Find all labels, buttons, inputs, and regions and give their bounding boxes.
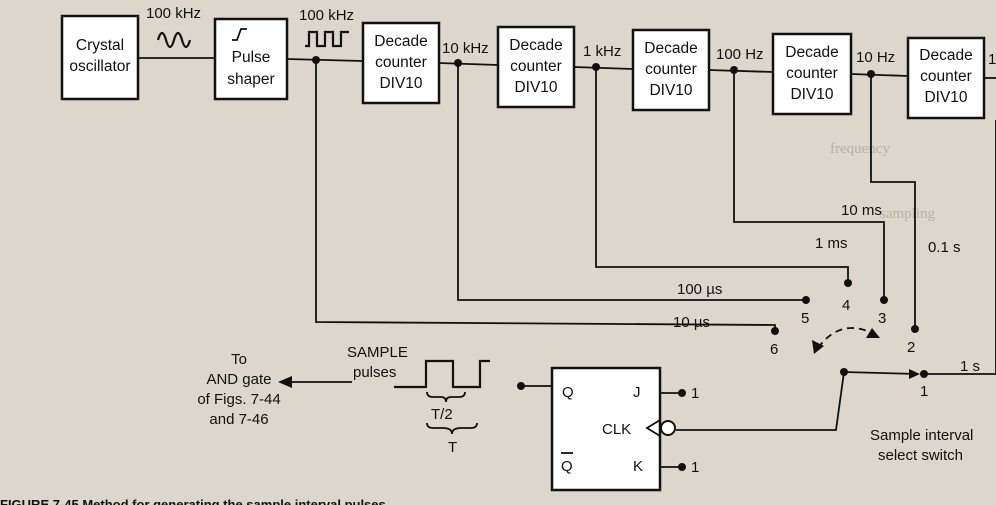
period-label-10ms: 10 ms [841, 202, 882, 219]
schmitt-trigger-icon [232, 28, 247, 41]
sample-pulse-waveform [394, 359, 490, 389]
svg-text:DIV10: DIV10 [790, 86, 833, 103]
decade-counter-4: Decade counter DIV10 [771, 32, 853, 116]
pulse-shaper-block: Pulse shaper [213, 17, 289, 101]
destination-line3: of Figs. 7-44 [197, 391, 280, 408]
svg-text:Decade: Decade [785, 44, 838, 61]
freq-label-oscillator: 100 kHz [146, 5, 201, 22]
switch-caption-line2: select switch [878, 447, 963, 464]
sample-label-line2: pulses [353, 364, 396, 381]
period-label-10us: 10 µs [673, 314, 710, 331]
switch-number-5: 5 [801, 310, 809, 327]
period-brace [426, 422, 478, 435]
svg-text:Decade: Decade [509, 37, 562, 54]
switch-number-4: 4 [842, 297, 850, 314]
freq-label-dc4: 10 Hz [856, 49, 895, 66]
output-arrowhead [278, 376, 292, 388]
svg-text:Crystal: Crystal [76, 37, 124, 54]
svg-text:CLK: CLK [602, 421, 631, 438]
background-text: sampling [880, 206, 935, 222]
switch-contacts [771, 279, 928, 378]
destination-line1: To [231, 351, 247, 368]
freq-label-shaper: 100 kHz [299, 7, 354, 24]
svg-text:Decade: Decade [374, 33, 427, 50]
pulse-train-icon [305, 30, 349, 48]
svg-text:K: K [633, 458, 643, 475]
switch-contact-2 [911, 325, 919, 333]
j-level: 1 [691, 385, 699, 402]
svg-text:counter: counter [645, 61, 697, 78]
svg-text:counter: counter [375, 54, 427, 71]
decade-counter-5: Decade counter DIV10 [906, 36, 986, 120]
decade-counter-1: Decade counter DIV10 [361, 21, 441, 105]
clock-wire [676, 371, 845, 431]
destination-line4: and 7-46 [209, 411, 268, 428]
svg-text:Decade: Decade [644, 40, 697, 57]
svg-text:counter: counter [920, 68, 972, 85]
jk-flip-flop: Q Q J K CLK [550, 366, 676, 492]
switch-number-6: 6 [770, 341, 778, 358]
freq-label-dc1: 10 kHz [442, 40, 489, 57]
crystal-oscillator-block: Crystal oscillator [60, 14, 140, 101]
switch-contact-3 [880, 296, 888, 304]
half-period-label: T/2 [431, 406, 453, 423]
svg-text:Q: Q [561, 458, 573, 475]
switch-contact-5 [802, 296, 810, 304]
svg-text:Pulse: Pulse [232, 49, 271, 66]
period-label-100us: 100 µs [677, 281, 722, 298]
switch-contact-6 [771, 327, 779, 335]
destination-line2: AND gate [206, 371, 271, 388]
svg-text:DIV10: DIV10 [514, 79, 557, 96]
switch-number-1: 1 [920, 383, 928, 400]
svg-text:DIV10: DIV10 [379, 75, 422, 92]
period-label-1s: 1 s [960, 358, 980, 375]
period-label-0-1s: 0.1 s [928, 239, 961, 256]
decade-counter-2: Decade counter DIV10 [496, 25, 576, 109]
freq-label-dc2: 1 kHz [583, 43, 621, 60]
clock-inversion-bubble [660, 420, 676, 436]
sine-wave-icon [156, 31, 192, 49]
svg-text:oscillator: oscillator [69, 58, 130, 75]
period-label-1ms: 1 ms [815, 235, 848, 252]
svg-text:shaper: shaper [227, 71, 274, 88]
switch-arrowhead [909, 369, 920, 379]
switch-arm [843, 371, 919, 375]
switch-contact-4 [844, 279, 852, 287]
switch-number-3: 3 [878, 310, 886, 327]
svg-text:Q: Q [562, 384, 574, 401]
decade-counter-3: Decade counter DIV10 [631, 28, 711, 112]
freq-label-dc5: 1 [988, 51, 996, 68]
half-period-brace [426, 391, 466, 403]
svg-text:counter: counter [510, 58, 562, 75]
sample-label-line1: SAMPLE [347, 344, 408, 361]
switch-rotation-arrow [817, 327, 873, 349]
svg-text:Decade: Decade [919, 47, 972, 64]
tap-wires [312, 56, 996, 375]
period-label: T [448, 439, 457, 456]
switch-contact-1 [920, 370, 928, 378]
main-chain-wires [138, 57, 996, 79]
svg-text:DIV10: DIV10 [649, 82, 692, 99]
switch-number-2: 2 [907, 339, 915, 356]
clock-edge-indicator [645, 419, 661, 437]
switch-caption-line1: Sample interval [870, 427, 973, 444]
freq-label-dc3: 100 Hz [716, 46, 764, 63]
figure-caption: FIGURE 7-45 Method for generating the sa… [0, 497, 389, 505]
k-level: 1 [691, 459, 699, 476]
background-text: frequency [830, 141, 890, 157]
svg-text:J: J [633, 384, 641, 401]
svg-text:DIV10: DIV10 [924, 89, 967, 106]
svg-text:counter: counter [786, 65, 838, 82]
